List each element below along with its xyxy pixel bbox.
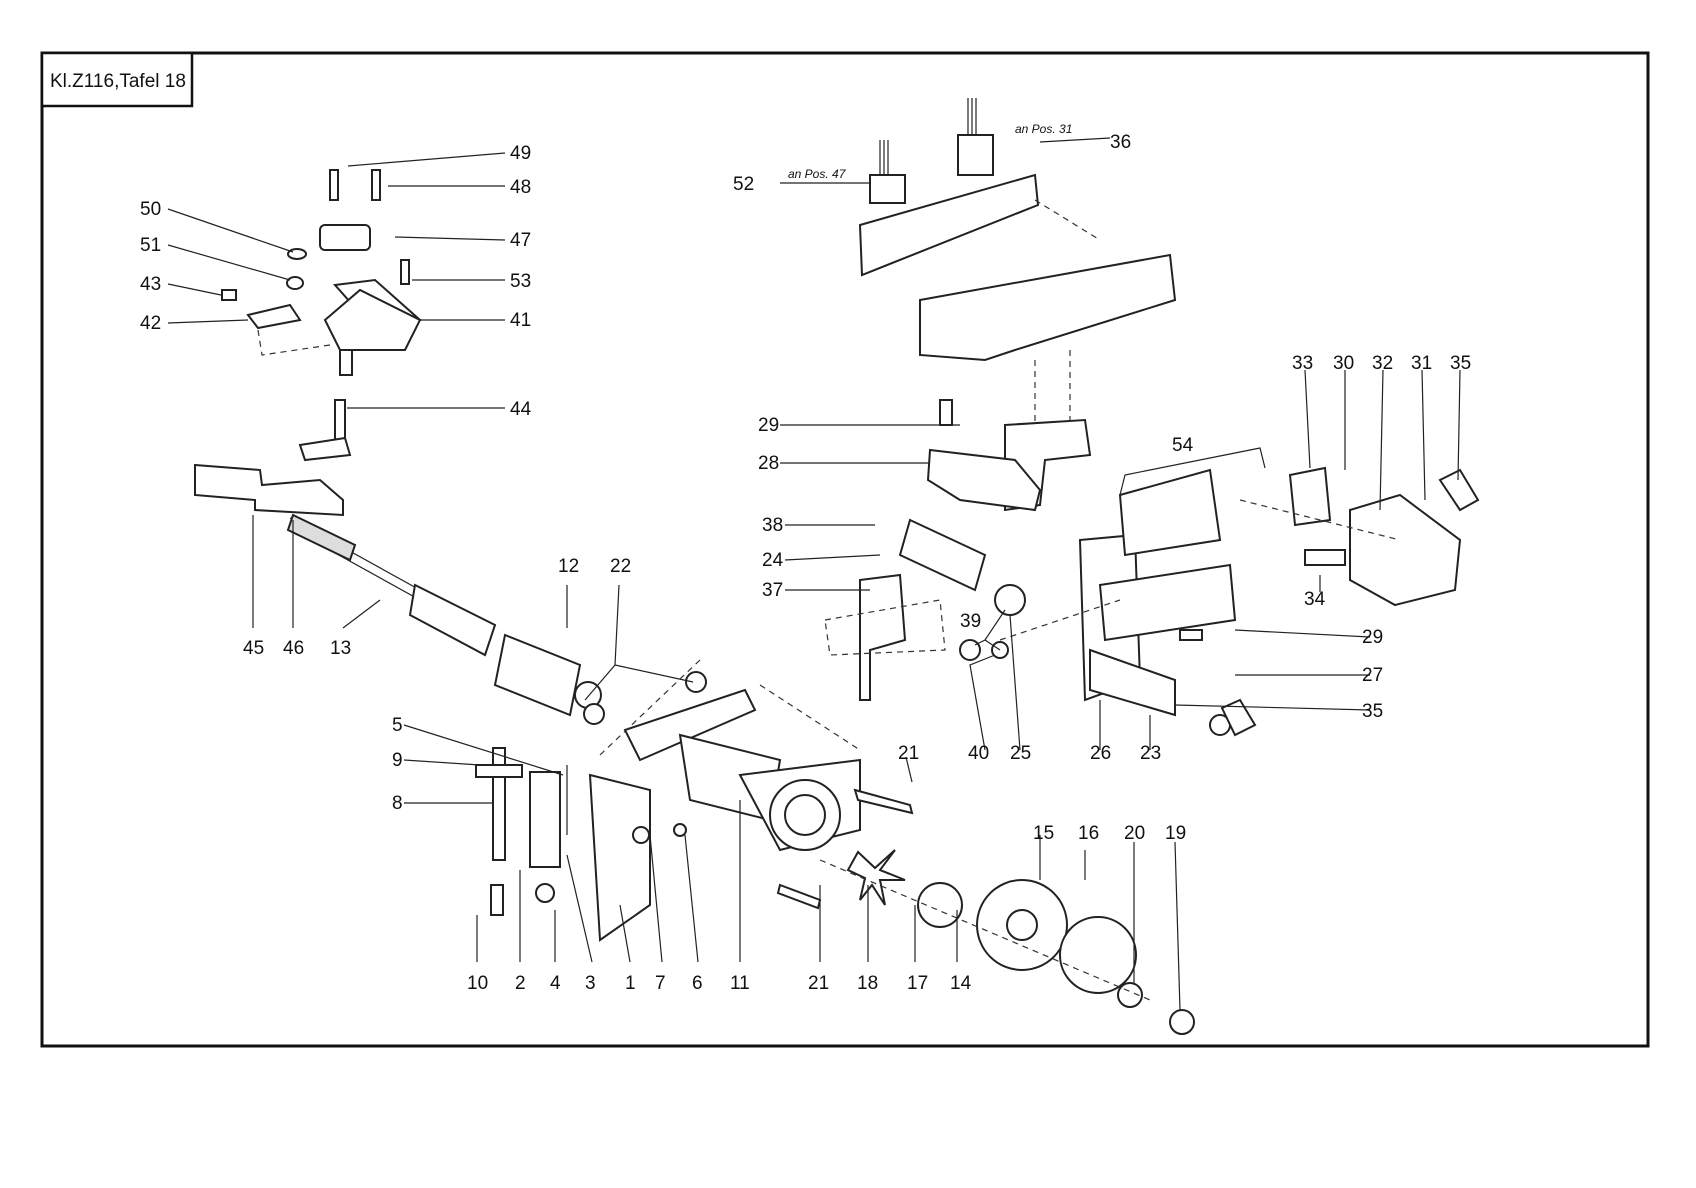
plate-title: Kl.Z116,Tafel 18	[50, 71, 186, 92]
callout-10: 10	[467, 973, 488, 994]
callout-52: 52	[733, 174, 754, 195]
leader-lines	[168, 138, 1460, 1010]
callout-14: 14	[950, 973, 972, 994]
callout-29-2: 29	[1362, 627, 1383, 648]
callout-35-2: 35	[1362, 701, 1383, 722]
callout-2: 2	[515, 973, 526, 994]
callout-33: 33	[1292, 353, 1313, 374]
callout-49: 49	[510, 143, 531, 164]
callout-24: 24	[762, 550, 784, 571]
callout-38: 38	[762, 515, 783, 536]
callout-19: 19	[1165, 823, 1186, 844]
callout-22: 22	[610, 556, 631, 577]
callout-5: 5	[392, 715, 403, 736]
slide-and-rod-assembly	[195, 465, 706, 724]
callout-41: 41	[510, 310, 531, 331]
callout-43: 43	[140, 274, 161, 295]
callout-4: 4	[550, 973, 561, 994]
callout-48: 48	[510, 177, 531, 198]
callout-7: 7	[655, 973, 666, 994]
callout-32: 32	[1372, 353, 1393, 374]
note-an-pos-47: an Pos. 47	[788, 167, 847, 181]
callout-42: 42	[140, 313, 161, 334]
callout-18: 18	[857, 973, 878, 994]
callout-21: 21	[808, 973, 829, 994]
callout-3: 3	[585, 973, 596, 994]
callout-8: 8	[392, 793, 403, 814]
callout-29: 29	[758, 415, 779, 436]
callout-17: 17	[907, 973, 928, 994]
note-an-pos-31: an Pos. 31	[1015, 122, 1072, 136]
callout-51: 51	[140, 235, 161, 256]
callout-37: 37	[762, 580, 783, 601]
callout-27: 27	[1362, 665, 1383, 686]
connector-board-assembly	[860, 98, 1175, 510]
callout-25: 25	[1010, 743, 1031, 764]
callout-1: 1	[625, 973, 636, 994]
callout-45: 45	[243, 638, 264, 659]
callout-20: 20	[1124, 823, 1145, 844]
upper-left-assembly	[222, 170, 420, 460]
callout-54: 54	[1172, 435, 1194, 456]
callout-50: 50	[140, 199, 161, 220]
callout-28: 28	[758, 453, 779, 474]
callout-40: 40	[968, 743, 989, 764]
callout-36: 36	[1110, 132, 1131, 153]
callout-53: 53	[510, 271, 531, 292]
callout-6: 6	[692, 973, 703, 994]
callout-11: 11	[730, 973, 750, 994]
callout-31: 31	[1411, 353, 1432, 374]
callout-23: 23	[1140, 743, 1161, 764]
callout-39: 39	[960, 611, 981, 632]
callout-12: 12	[558, 556, 579, 577]
callout-47: 47	[510, 230, 531, 251]
callout-35: 35	[1450, 353, 1471, 374]
callout-30: 30	[1333, 353, 1354, 374]
callout-16: 16	[1078, 823, 1099, 844]
callout-15: 15	[1033, 823, 1054, 844]
callout-44: 44	[510, 399, 532, 420]
callout-21-2: 21	[898, 743, 919, 764]
callout-9: 9	[392, 750, 403, 771]
callout-13: 13	[330, 638, 351, 659]
callout-34: 34	[1304, 589, 1326, 610]
callout-46: 46	[283, 638, 304, 659]
callout-26: 26	[1090, 743, 1111, 764]
